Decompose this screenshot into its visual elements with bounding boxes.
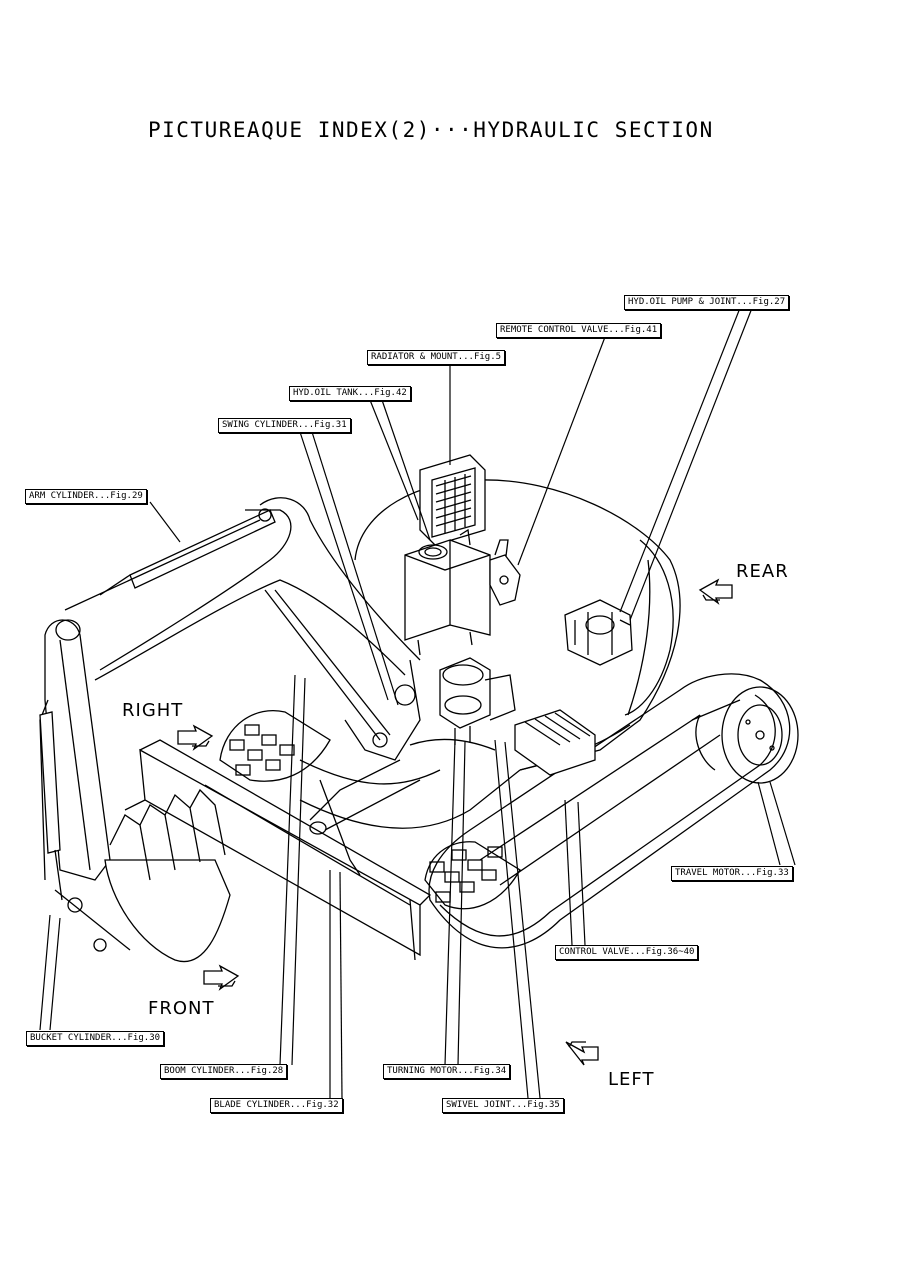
- label-travel-motor: TRAVEL MOTOR...Fig.33: [671, 866, 793, 881]
- boom: [94, 497, 421, 761]
- hydraulic-pump: [564, 599, 633, 666]
- direction-rear: REAR: [736, 561, 789, 582]
- front-arrow-icon: [203, 964, 240, 991]
- remote-control-valve: [489, 539, 521, 606]
- label-remote-control-valve: REMOTE CONTROL VALVE...Fig.41: [496, 323, 662, 338]
- dozer-blade: [124, 739, 432, 961]
- right-arrow-icon: [177, 724, 214, 751]
- swing-bracket: [309, 759, 421, 835]
- label-turning-motor: TURNING MOTOR...Fig.34: [383, 1064, 511, 1079]
- direction-front: FRONT: [148, 998, 215, 1019]
- label-bucket-cylinder: BUCKET CYLINDER...Fig.30: [26, 1031, 165, 1046]
- direction-right: RIGHT: [122, 700, 184, 721]
- bucket-cylinder-shape: [39, 711, 63, 901]
- label-swivel-joint: SWIVEL JOINT...Fig.35: [442, 1098, 564, 1113]
- crawler-track: [428, 673, 799, 949]
- direction-left: LEFT: [608, 1069, 655, 1090]
- label-hyd-oil-pump: HYD.OIL PUMP & JOINT...Fig.27: [624, 295, 790, 310]
- label-radiator: RADIATOR & MOUNT...Fig.5: [367, 350, 506, 365]
- label-boom-cylinder: BOOM CYLINDER...Fig.28: [160, 1064, 288, 1079]
- bucket: [54, 788, 231, 963]
- arm: [39, 619, 111, 881]
- radiator: [419, 454, 486, 546]
- upper-body: [299, 479, 681, 876]
- label-swing-cylinder: SWING CYLINDER...Fig.31: [218, 418, 351, 433]
- label-hyd-oil-tank: HYD.OIL TANK...Fig.42: [289, 386, 411, 401]
- label-control-valve: CONTROL VALVE...Fig.36~40: [555, 945, 699, 960]
- leader-lines: [39, 307, 796, 1099]
- control-valve: [514, 709, 596, 776]
- hydraulic-tank: [404, 528, 491, 656]
- arm-cylinder-shape: [64, 508, 276, 611]
- label-blade-cylinder: BLADE CYLINDER...Fig.32: [210, 1098, 343, 1113]
- turning-motor: [439, 657, 516, 745]
- page-title: PICTUREAQUE INDEX(2)···HYDRAULIC SECTION: [148, 118, 714, 142]
- label-arm-cylinder: ARM CYLINDER...Fig.29: [25, 489, 147, 504]
- left-arrow-icon: [565, 1041, 599, 1066]
- rear-arrow-icon: [698, 578, 733, 605]
